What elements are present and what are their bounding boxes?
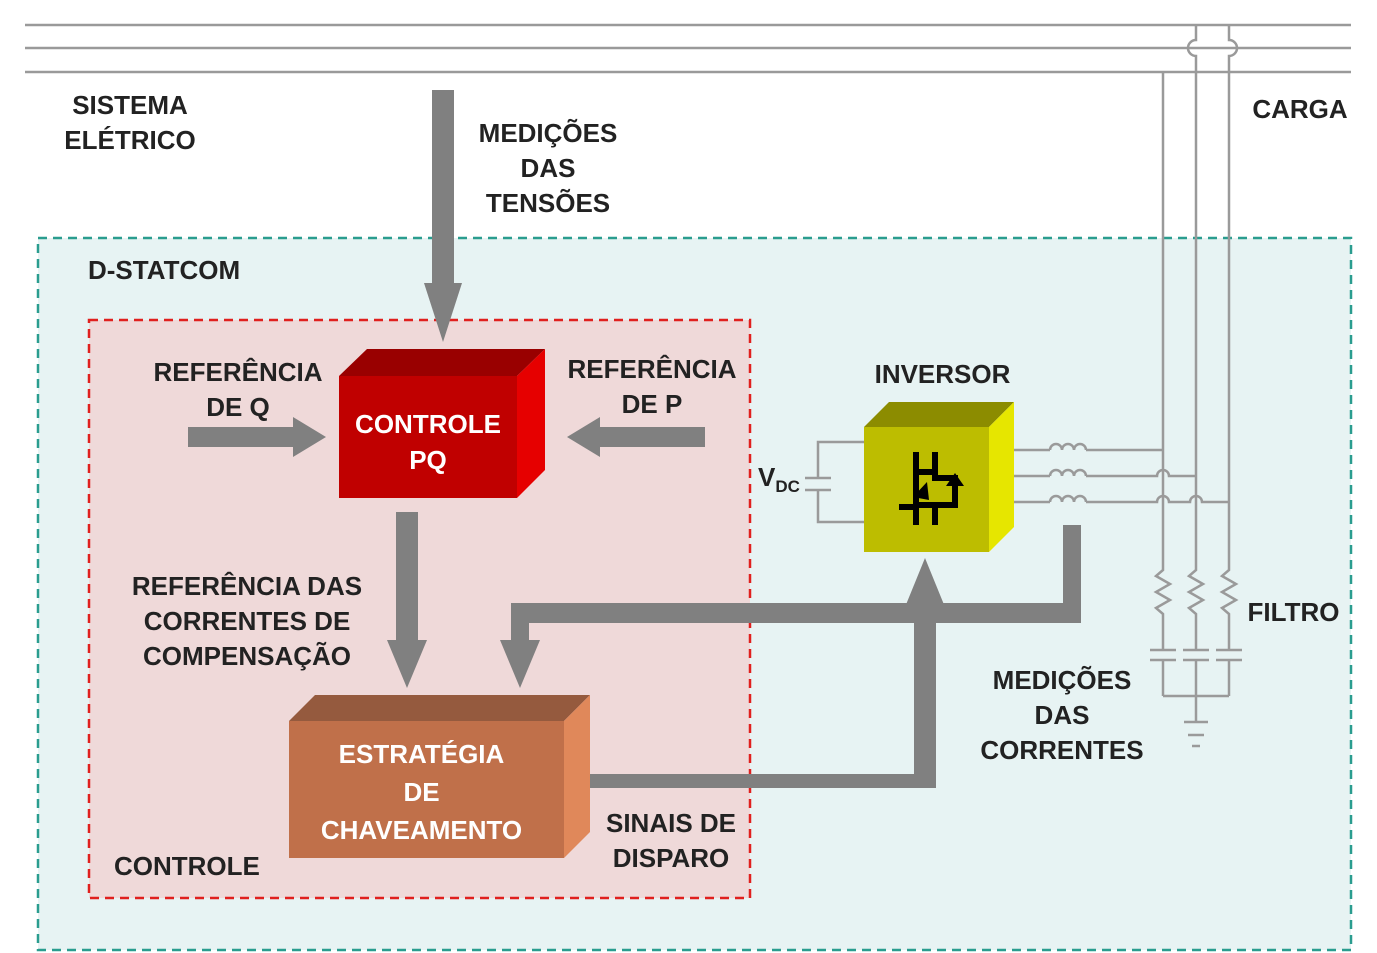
referencia-correntes-label: REFERÊNCIA DAS CORRENTES DE COMPENSAÇÃO <box>131 571 363 671</box>
load-feeders <box>1161 25 1239 562</box>
vdc-label: VDC <box>758 462 800 497</box>
inverter-connections <box>1007 442 1229 504</box>
igbt-emitter-arrow <box>913 482 929 500</box>
igbt-icon <box>899 452 958 525</box>
controle-pq-block <box>339 349 545 498</box>
arrow-q-reference <box>188 417 326 457</box>
filter-branches <box>1150 562 1242 748</box>
vdc-main: V <box>758 462 776 492</box>
arrow-firing-signals <box>580 558 947 788</box>
inversor-label: INVERSOR <box>874 359 1011 389</box>
carga-label: CARGA <box>1252 94 1348 124</box>
igbt-diode-arrow <box>946 473 964 486</box>
sinais-disparo-label: SINAIS DE DISPARO <box>605 808 737 873</box>
vdc-subscript: DC <box>775 477 800 496</box>
controle-label: CONTROLE <box>114 851 260 881</box>
referencia-p-label: REFERÊNCIA DE P <box>567 354 737 419</box>
estrategia-title: ESTRATÉGIA DE CHAVEAMENTO <box>320 739 523 845</box>
referencia-q-label: REFERÊNCIA DE Q <box>153 357 323 422</box>
medicoes-tensoes-label: MEDIÇÕES DAS TENSÕES <box>478 118 618 218</box>
arrows <box>188 90 1081 788</box>
arrow-p-reference <box>567 417 705 457</box>
controle-pq-title: CONTROLE PQ <box>355 409 501 475</box>
medicoes-correntes-label: MEDIÇÕES DAS CORRENTES <box>980 665 1144 765</box>
filtro-label: FILTRO <box>1247 597 1340 627</box>
sistema-eletrico-label: SISTEMA ELÉTRICO <box>64 90 196 155</box>
dstatcom-label: D-STATCOM <box>88 255 241 285</box>
arrow-voltage-measurement <box>424 90 462 342</box>
power-lines <box>25 23 1351 74</box>
arrow-current-reference <box>387 512 427 688</box>
arrow-current-measurement <box>500 525 1081 688</box>
estrategia-block <box>289 695 590 858</box>
dc-capacitor <box>805 440 864 524</box>
